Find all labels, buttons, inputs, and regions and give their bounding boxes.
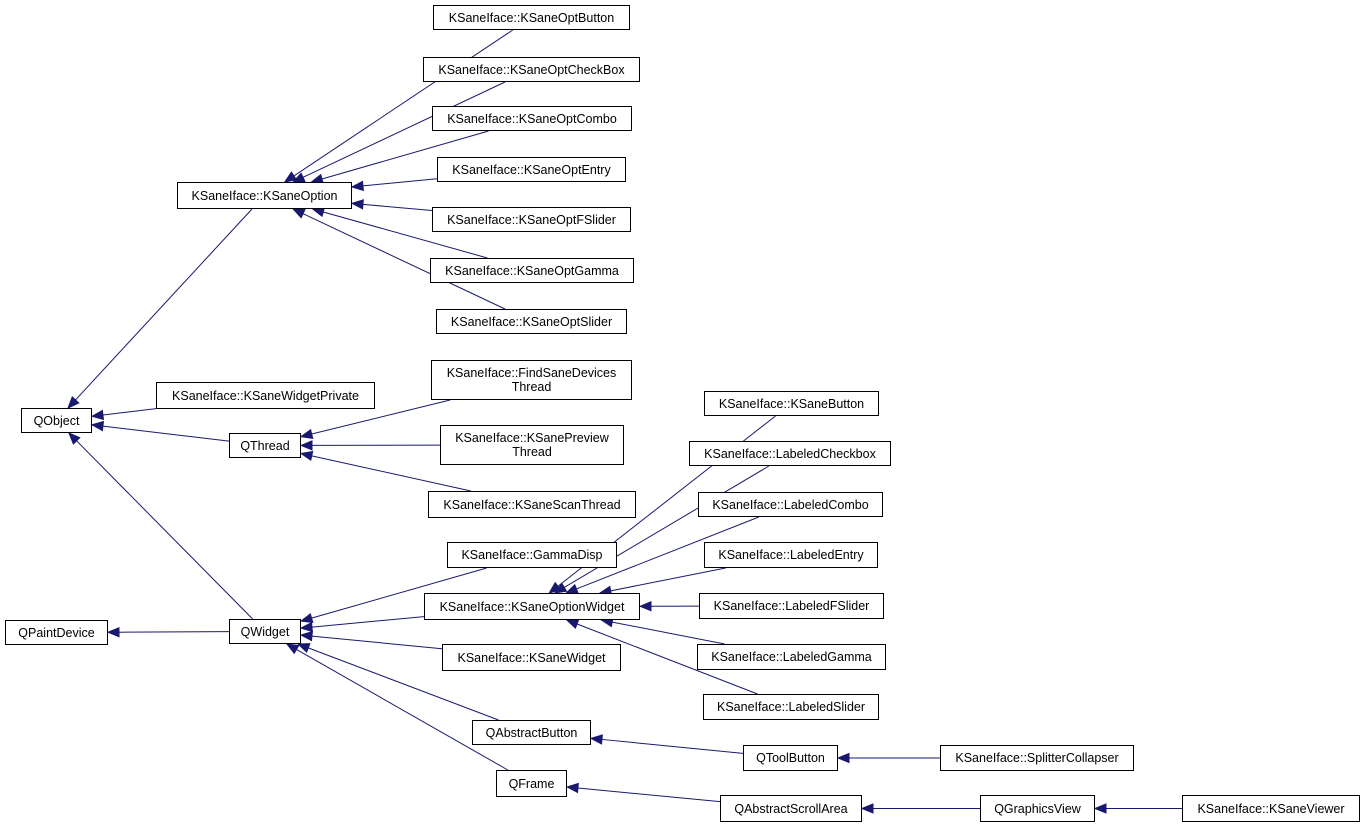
node-ksaneoptcombo[interactable]: KSaneIface::KSaneOptCombo — [432, 106, 632, 131]
edge-labeledslider-to-optionwidget — [576, 623, 758, 695]
arrowhead-labeledslider-to-optionwidget — [565, 619, 580, 630]
node-ksaneviewer[interactable]: KSaneIface::KSaneViewer — [1182, 795, 1360, 822]
arrowhead-qabstractscrollarea-to-qframe — [565, 782, 579, 794]
node-labeledgamma[interactable]: KSaneIface::LabeledGamma — [697, 644, 886, 670]
arrowhead-scanthread-to-qthread — [299, 450, 314, 462]
node-ksanebutton[interactable]: KSaneIface::KSaneButton — [704, 391, 879, 416]
arrowhead-gammadisp-to-qwidget — [299, 612, 314, 624]
edge-labeledentry-to-optionwidget — [610, 567, 726, 592]
arrowhead-splittercollapser-to-qtoolbutton — [836, 752, 850, 764]
edge-optslider-to-kaneoption — [302, 213, 506, 310]
node-ksanepreviewthread[interactable]: KSaneIface::KSanePreview Thread — [440, 425, 624, 465]
edge-widgetprivate-to-qobject — [102, 408, 157, 416]
arrowhead-optcheckbox-to-kaneoption — [291, 172, 306, 183]
node-splittercollapser[interactable]: KSaneIface::SplitterCollapser — [940, 745, 1134, 771]
edge-optbutton-to-kaneoption — [293, 29, 514, 177]
edge-optcombo-to-kaneoption — [321, 130, 489, 180]
arrowhead-optbutton-to-kaneoption — [283, 171, 298, 183]
arrowhead-findsane-to-qthread — [299, 428, 314, 440]
arrowhead-optfslider-to-kaneoption — [350, 199, 364, 210]
edge-labeledcombo-to-optionwidget — [576, 516, 760, 590]
arrowhead-kaneoption-to-qobject — [67, 395, 80, 409]
edge-findsane-to-qthread — [311, 399, 451, 435]
node-labeledfslider[interactable]: KSaneIface::LabeledFSlider — [699, 593, 884, 619]
node-gammadisp[interactable]: KSaneIface::GammaDisp — [447, 542, 617, 568]
edge-optionwidget-to-qwidget — [311, 616, 425, 628]
edge-qwidget-to-qobject — [76, 440, 254, 620]
arrowhead-optionwidget-to-qwidget — [299, 621, 313, 633]
node-ksaneoptcheckbox[interactable]: KSaneIface::KSaneOptCheckBox — [423, 57, 640, 82]
node-qtoolbutton[interactable]: QToolButton — [743, 745, 838, 771]
node-ksaneoptfslider[interactable]: KSaneIface::KSaneOptFSlider — [432, 207, 631, 232]
node-qwidget[interactable]: QWidget — [229, 619, 301, 644]
node-qthread[interactable]: QThread — [229, 433, 301, 458]
node-qobject[interactable]: QObject — [21, 408, 92, 433]
edge-labeledcheckbox-to-optionwidget — [563, 465, 770, 588]
arrowhead-ksanewidget-to-qwidget — [299, 630, 313, 642]
node-findsanedevicesthread[interactable]: KSaneIface::FindSaneDevices Thread — [431, 360, 632, 400]
node-qgraphicsview[interactable]: QGraphicsView — [980, 795, 1095, 822]
node-ksaneoptgamma[interactable]: KSaneIface::KSaneOptGamma — [430, 258, 634, 283]
arrowhead-qframe-to-qwidget — [285, 643, 300, 655]
edge-kaneoption-to-qobject — [75, 208, 253, 401]
node-ksanewidget[interactable]: KSaneIface::KSaneWidget — [442, 644, 621, 671]
arrowhead-optentry-to-kaneoption — [350, 180, 364, 192]
node-labeledslider[interactable]: KSaneIface::LabeledSlider — [703, 694, 879, 720]
edge-qabstractscrollarea-to-qframe — [577, 787, 721, 803]
arrowhead-ksaneviewer-to-qgraphicsview — [1093, 803, 1107, 814]
arrowhead-qgraphicsview-to-qabstractscrollarea — [860, 803, 874, 814]
edge-gammadisp-to-qwidget — [311, 567, 487, 619]
node-ksaneoptentry[interactable]: KSaneIface::KSaneOptEntry — [437, 157, 626, 182]
node-labeledcombo[interactable]: KSaneIface::LabeledCombo — [698, 492, 883, 517]
arrowhead-widgetprivate-to-qobject — [90, 409, 105, 421]
edge-qabstractbutton-to-qwidget — [308, 647, 499, 721]
arrowhead-preview-to-qthread — [299, 440, 313, 451]
arrowhead-qwidget-to-qpaintdevice — [106, 626, 120, 638]
arrowhead-qabstractbutton-to-qwidget — [296, 643, 311, 653]
node-ksaneoptbutton[interactable]: KSaneIface::KSaneOptButton — [433, 5, 630, 30]
node-ksaneoptionwidget[interactable]: KSaneIface::KSaneOptionWidget — [424, 593, 640, 620]
node-qabstractscrollarea[interactable]: QAbstractScrollArea — [720, 795, 862, 822]
arrowhead-qtoolbutton-to-qabstractbutton — [589, 734, 603, 745]
arrowhead-labeledcheckbox-to-optionwidget — [553, 582, 568, 594]
node-ksaneoptslider[interactable]: KSaneIface::KSaneOptSlider — [436, 309, 627, 334]
edge-optentry-to-kaneoption — [362, 178, 438, 187]
edge-qthread-to-qobject — [102, 425, 230, 442]
node-qframe[interactable]: QFrame — [496, 770, 567, 797]
node-qabstractbutton[interactable]: QAbstractButton — [472, 720, 591, 745]
arrowhead-qwidget-to-qobject — [67, 432, 81, 445]
edge-labeledgamma-to-optionwidget — [612, 621, 725, 645]
edge-optfslider-to-kaneoption — [362, 203, 433, 212]
edge-optcheckbox-to-kaneoption — [302, 81, 506, 178]
edge-qwidget-to-qpaintdevice — [118, 631, 230, 633]
node-ksanewidgetprivate[interactable]: KSaneIface::KSaneWidgetPrivate — [156, 382, 375, 409]
node-ksanescanthread[interactable]: KSaneIface::KSaneScanThread — [428, 491, 636, 518]
edge-qtoolbutton-to-qabstractbutton — [601, 738, 744, 754]
node-qpaintdevice[interactable]: QPaintDevice — [5, 620, 108, 645]
edge-ksanewidget-to-qwidget — [311, 635, 443, 650]
arrowhead-labeledcombo-to-optionwidget — [564, 583, 579, 594]
arrowhead-qthread-to-qobject — [90, 420, 105, 432]
edge-optgamma-to-kaneoption — [323, 211, 488, 259]
node-labeledcheckbox[interactable]: KSaneIface::LabeledCheckbox — [689, 441, 891, 466]
edge-qframe-to-qwidget — [296, 649, 509, 771]
node-ksaneoption[interactable]: KSaneIface::KSaneOption — [177, 182, 352, 209]
node-labeledentry[interactable]: KSaneIface::LabeledEntry — [704, 542, 878, 568]
edge-scanthread-to-qthread — [311, 455, 472, 492]
arrowhead-labeledfslider-to-optionwidget — [638, 601, 652, 612]
arrowhead-optslider-to-kaneoption — [291, 208, 306, 219]
